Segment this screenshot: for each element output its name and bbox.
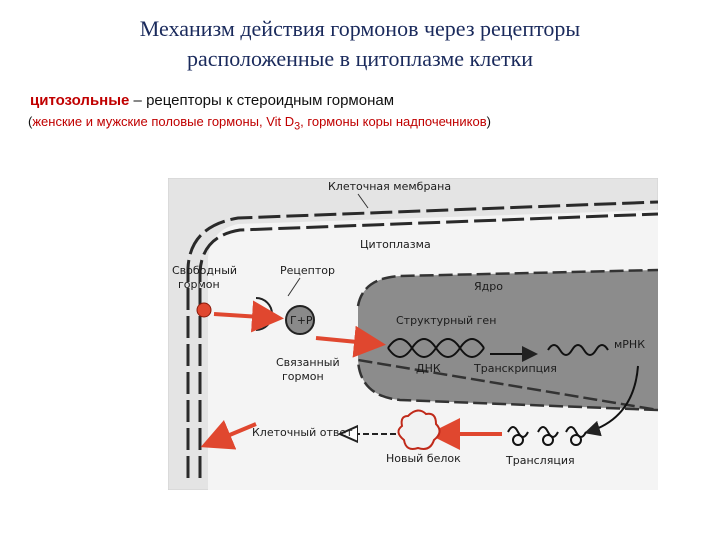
lead-term: цитозольные	[30, 92, 130, 109]
ribosome-3	[570, 434, 582, 446]
title-line-1: Механизм действия гормонов через рецепто…	[139, 16, 581, 41]
slide-title: Механизм действия гормонов через рецепто…	[0, 14, 720, 74]
label-cytoplasm: Цитоплазма	[360, 238, 431, 251]
note-subscript: 3	[294, 120, 301, 133]
hormone-receptor-complex	[285, 305, 315, 335]
label-cell-membrane: Клеточная мембрана	[328, 180, 451, 193]
lead-rest: – рецепторы к стероидным гормонам	[129, 92, 395, 109]
ribosome-2	[542, 434, 554, 446]
label-mrna: мРНК	[614, 338, 645, 351]
label-nucleus: Ядро	[474, 280, 503, 293]
label-cell-response: Клеточный ответ	[252, 426, 353, 439]
note-body-end: , гормоны коры надпочечников	[300, 114, 487, 129]
label-translation: Трансляция	[505, 454, 575, 467]
mrna-export-arrow	[584, 365, 639, 437]
nuclear-envelope	[356, 268, 659, 412]
label-structural-gene: Структурный ген	[396, 314, 496, 327]
dna-strand-b	[387, 338, 485, 358]
cell-response-arrow	[200, 420, 257, 450]
label-hr-complex: Г+Р	[290, 314, 313, 327]
cell-membrane-outer	[186, 200, 659, 478]
mechanism-diagram: Клеточная мембрана Цитоплазма Свободный …	[167, 177, 659, 491]
ribosome-1	[512, 434, 524, 446]
label-free-hormone-2: гормон	[178, 278, 220, 291]
free-hormone-dot	[196, 302, 212, 318]
title-line-2: расположенные в цитоплазме клетки	[186, 46, 534, 71]
hormone-entry-arrow	[213, 300, 284, 333]
label-bound-hormone-2: гормон	[282, 370, 324, 383]
cell-membrane-inner	[198, 212, 659, 478]
ribosome-translation	[507, 426, 587, 438]
label-new-protein: Новый белок	[386, 452, 461, 465]
label-transcription: Транскрипция	[473, 362, 557, 375]
label-dna: ДНК	[416, 362, 441, 375]
hormone-examples: (женские и мужские половые гормоны, Vit …	[28, 114, 491, 133]
complex-to-nucleus-arrow	[315, 325, 386, 358]
receptor-leader	[287, 277, 301, 297]
note-open-paren: (	[28, 114, 33, 129]
new-protein-blob	[397, 409, 441, 450]
label-bound-hormone-1: Связанный	[276, 356, 340, 369]
mrna-strand	[547, 344, 609, 356]
note-close-paren: )	[486, 114, 491, 129]
label-receptor: Рецептор	[280, 264, 335, 277]
nucleus	[358, 270, 658, 410]
membrane-leader	[357, 193, 369, 209]
label-free-hormone-1: Свободный	[172, 264, 237, 277]
diagram-svg: Клеточная мембрана Цитоплазма Свободный …	[167, 177, 659, 491]
note-body-start: женские и мужские половые гормоны, Vit D	[32, 114, 295, 129]
receptor-definition: цитозольные – рецепторы к стероидным гор…	[30, 92, 394, 109]
